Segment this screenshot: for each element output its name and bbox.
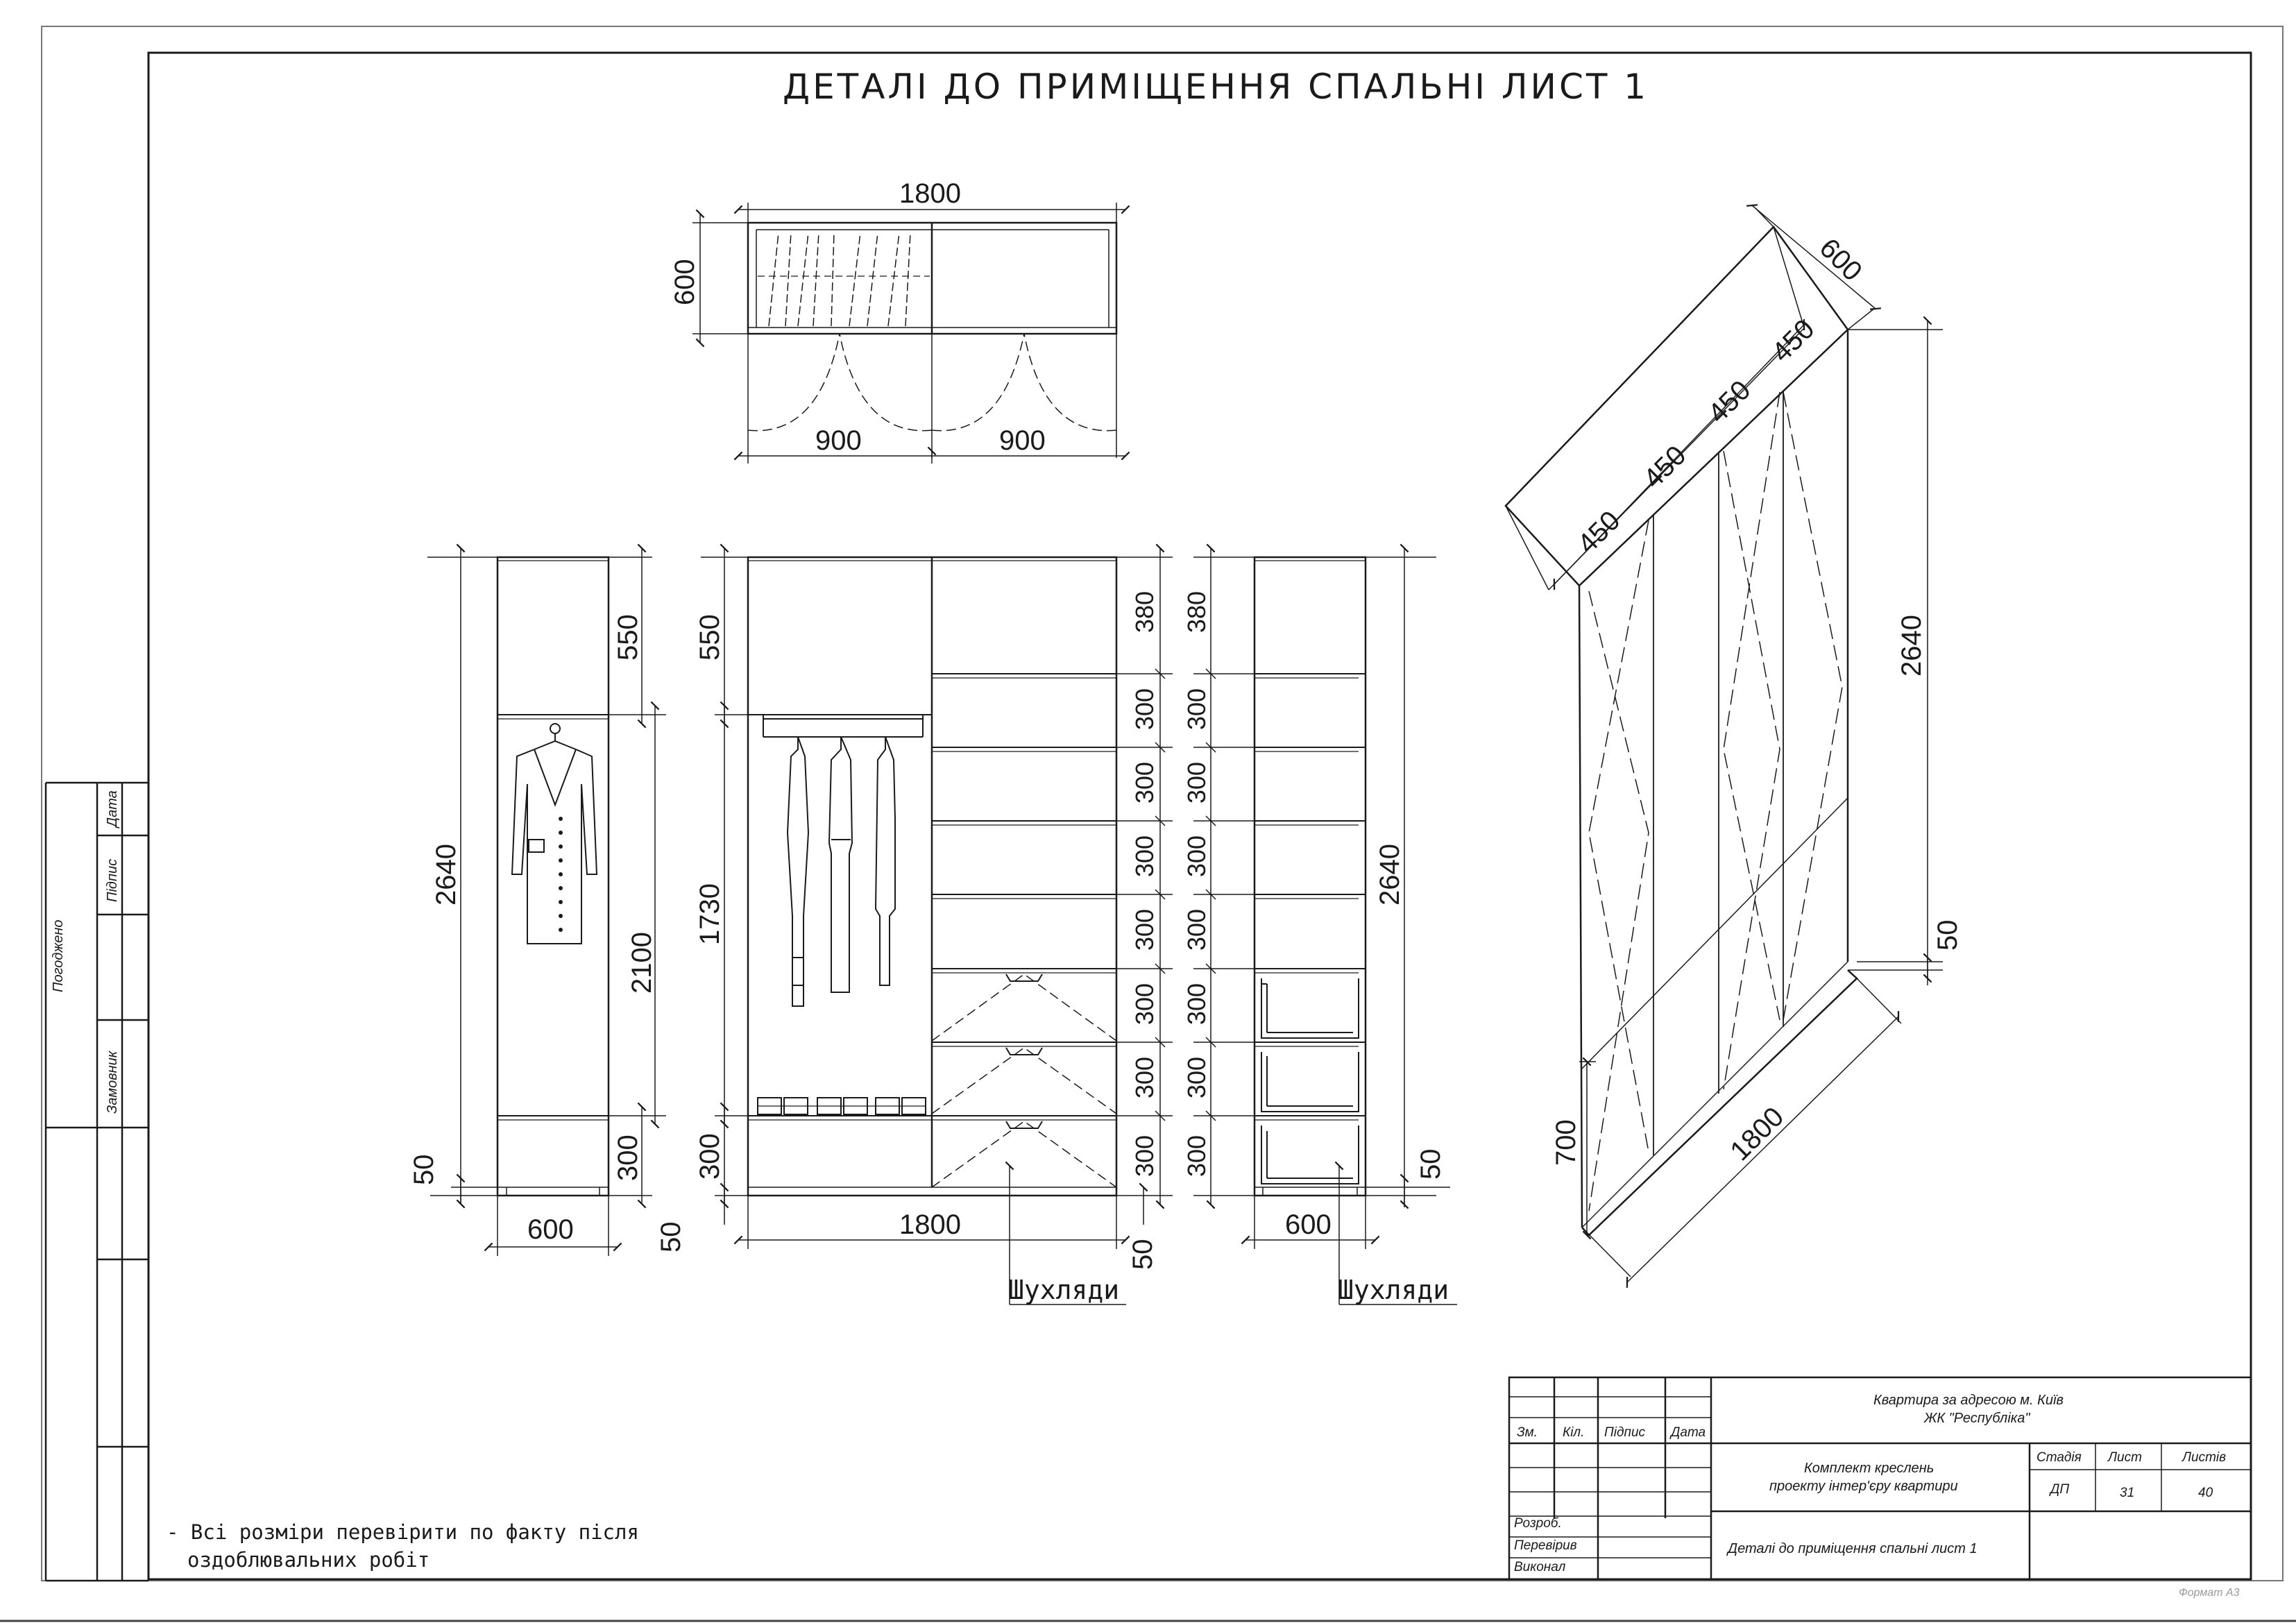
- right-shelf-dim-8: 300: [1182, 1135, 1211, 1177]
- tb-sheets-label: Листів: [2181, 1450, 2226, 1465]
- tb-checked: Перевірив: [1514, 1538, 1577, 1553]
- tb-stage-label: Стадія: [2036, 1450, 2082, 1465]
- plan-width-dim: 1800: [899, 178, 961, 209]
- note-line-2: оздоблювальних робіт: [187, 1548, 430, 1572]
- front-view: [701, 543, 1173, 1305]
- plan-depth-dim: 600: [670, 259, 700, 305]
- sheet-title: ДЕТАЛІ ДО ПРИМІЩЕННЯ СПАЛЬНІ ЛИСТ 1: [783, 67, 1649, 107]
- front-bottom-dim: 300: [695, 1133, 725, 1180]
- outer-frame: [41, 26, 2284, 1581]
- tb-address-line-2: ЖК "Республіка": [1923, 1411, 2030, 1426]
- tb-col-change: Зм.: [1517, 1425, 1538, 1440]
- inner-frame: [147, 51, 2252, 1581]
- iso-width-dim: 1800: [1724, 1101, 1789, 1166]
- right-side-view: [1193, 543, 1457, 1305]
- stamp-date: Дата: [105, 790, 120, 829]
- iso-panel-dim-1: 450: [1572, 505, 1626, 559]
- tb-drawing-name: Деталі до приміщення спальні лист 1: [1726, 1541, 1978, 1556]
- front-hang-dim: 1730: [695, 883, 725, 945]
- title-block: [1508, 1376, 2252, 1581]
- left-depth-dim: 600: [527, 1214, 574, 1245]
- iso-plinth-dim: 50: [1932, 920, 1963, 951]
- front-shelf-dim-4: 300: [1130, 835, 1159, 877]
- front-plinth-right-dim: 50: [1128, 1239, 1158, 1271]
- right-shelf-dim-1: 380: [1182, 591, 1211, 633]
- iso-panel-dim-4: 450: [1766, 314, 1820, 368]
- iso-depth-dim: 600: [1814, 232, 1868, 287]
- tb-address-line-1: Квартира за адресою м. Київ: [1873, 1393, 2064, 1408]
- front-shelf-dim-8: 300: [1130, 1135, 1159, 1177]
- right-height-dim: 2640: [1375, 844, 1405, 906]
- left-side-view: [427, 543, 666, 1256]
- front-top-dim: 550: [695, 614, 725, 661]
- tb-col-sign: Підпис: [1604, 1425, 1646, 1440]
- tb-stage-value: ДП: [2049, 1482, 2069, 1497]
- right-shelf-dim-4: 300: [1182, 835, 1211, 877]
- right-shelf-dim-3: 300: [1182, 762, 1211, 804]
- stamp-approved: Погоджено: [51, 920, 66, 992]
- front-shelf-dim-1: 380: [1130, 591, 1159, 633]
- tb-sheet-value: 31: [2120, 1486, 2134, 1500]
- tb-sheet-label: Лист: [2107, 1450, 2142, 1465]
- side-stamp: [44, 781, 148, 1582]
- stamp-signature: Підпис: [105, 859, 120, 902]
- front-plinth-dim: 50: [656, 1222, 686, 1253]
- tb-col-qty: Кіл.: [1563, 1425, 1584, 1440]
- iso-view: [1504, 204, 1943, 1288]
- right-shelf-dim-2: 300: [1182, 688, 1211, 730]
- left-hang-dim: 2100: [627, 932, 657, 994]
- plan-door-left-dim: 900: [815, 425, 862, 456]
- iso-bottom-dim: 700: [1551, 1119, 1581, 1166]
- right-drawers-label: Шухляди: [1338, 1275, 1449, 1305]
- front-shelf-dim-2: 300: [1130, 688, 1159, 730]
- tb-sheets-value: 40: [2198, 1486, 2213, 1500]
- tb-set-line-1: Комплект креслень: [1804, 1461, 1934, 1476]
- front-shelf-dim-7: 300: [1130, 1057, 1159, 1098]
- stamp-customer: Замовник: [105, 1050, 120, 1114]
- right-shelf-dim-6: 300: [1182, 983, 1211, 1025]
- tb-developed: Розроб.: [1514, 1516, 1562, 1531]
- front-shelf-dim-3: 300: [1130, 762, 1159, 804]
- front-width-dim: 1800: [899, 1209, 961, 1240]
- left-height-dim: 2640: [431, 844, 461, 906]
- iso-height-dim: 2640: [1896, 615, 1927, 677]
- left-top-dim: 550: [613, 614, 643, 661]
- tb-format: Формат А3: [2179, 1587, 2240, 1599]
- left-plinth-dim: 50: [409, 1155, 439, 1186]
- right-depth-dim: 600: [1285, 1209, 1332, 1240]
- right-plinth-dim: 50: [1415, 1149, 1446, 1180]
- tb-executed: Виконал: [1514, 1560, 1566, 1574]
- note-line-1: - Всі розміри перевірити по факту після: [167, 1520, 639, 1544]
- right-shelf-dim-7: 300: [1182, 1057, 1211, 1098]
- front-shelf-dim-5: 300: [1130, 909, 1159, 951]
- left-bottom-dim: 300: [613, 1135, 643, 1181]
- tb-col-date: Дата: [1669, 1425, 1706, 1440]
- tb-set-line-2: проекту інтер'єру квартири: [1769, 1479, 1958, 1494]
- front-shelf-dim-6: 300: [1130, 983, 1159, 1025]
- front-drawers-label: Шухляди: [1008, 1275, 1119, 1305]
- plan-door-right-dim: 900: [999, 425, 1046, 456]
- right-shelf-dim-5: 300: [1182, 909, 1211, 951]
- plan-view: [692, 203, 1130, 464]
